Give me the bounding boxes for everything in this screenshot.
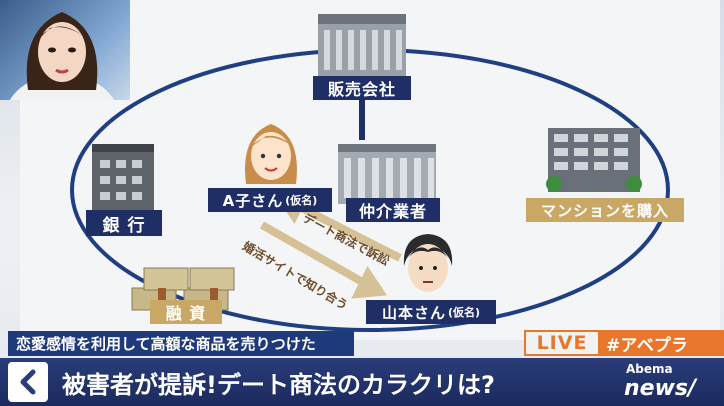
logo-line-2: news/ bbox=[624, 376, 697, 401]
presenter-inset bbox=[0, 0, 130, 100]
man-avatar-icon bbox=[403, 234, 453, 292]
apartment-building-icon bbox=[546, 128, 642, 192]
subtitle-banner: 恋愛感情を利用して高額な商品を売りつけた bbox=[8, 331, 354, 356]
label-yamamoto: 山本さん (仮名) bbox=[366, 300, 496, 324]
arrow-met bbox=[260, 221, 388, 299]
a-ko-pseudonym: (仮名) bbox=[285, 194, 318, 207]
abema-news-logo: Abema news/ bbox=[620, 360, 724, 406]
hashtag-badge: #アベプラ bbox=[600, 330, 724, 356]
a-ko-name: A子さん bbox=[222, 191, 284, 210]
headline-bar bbox=[0, 358, 724, 406]
headline-title: 被害者が提訴!デート商法のカラクリは? bbox=[62, 370, 495, 399]
label-mansion: マンションを購入 bbox=[526, 198, 684, 222]
broker-building-icon bbox=[338, 144, 436, 204]
logo-line-1: Abema bbox=[626, 362, 673, 376]
label-bank: 銀 行 bbox=[86, 210, 162, 236]
label-loan: 融 資 bbox=[150, 300, 222, 324]
label-broker: 仲介業者 bbox=[346, 198, 440, 222]
woman-avatar-icon bbox=[245, 124, 297, 184]
label-a-ko: A子さん (仮名) bbox=[208, 188, 332, 212]
label-sales-company: 販売会社 bbox=[313, 76, 411, 100]
live-badge: LIVE bbox=[524, 330, 600, 356]
back-button[interactable] bbox=[8, 362, 48, 402]
office-building-icon bbox=[318, 14, 406, 76]
presenter-figure bbox=[9, 12, 115, 100]
yamamoto-pseudonym: (仮名) bbox=[447, 306, 481, 319]
chevron-left-icon bbox=[20, 369, 36, 395]
yamamoto-name: 山本さん bbox=[381, 303, 446, 322]
bank-building-icon bbox=[92, 144, 154, 214]
